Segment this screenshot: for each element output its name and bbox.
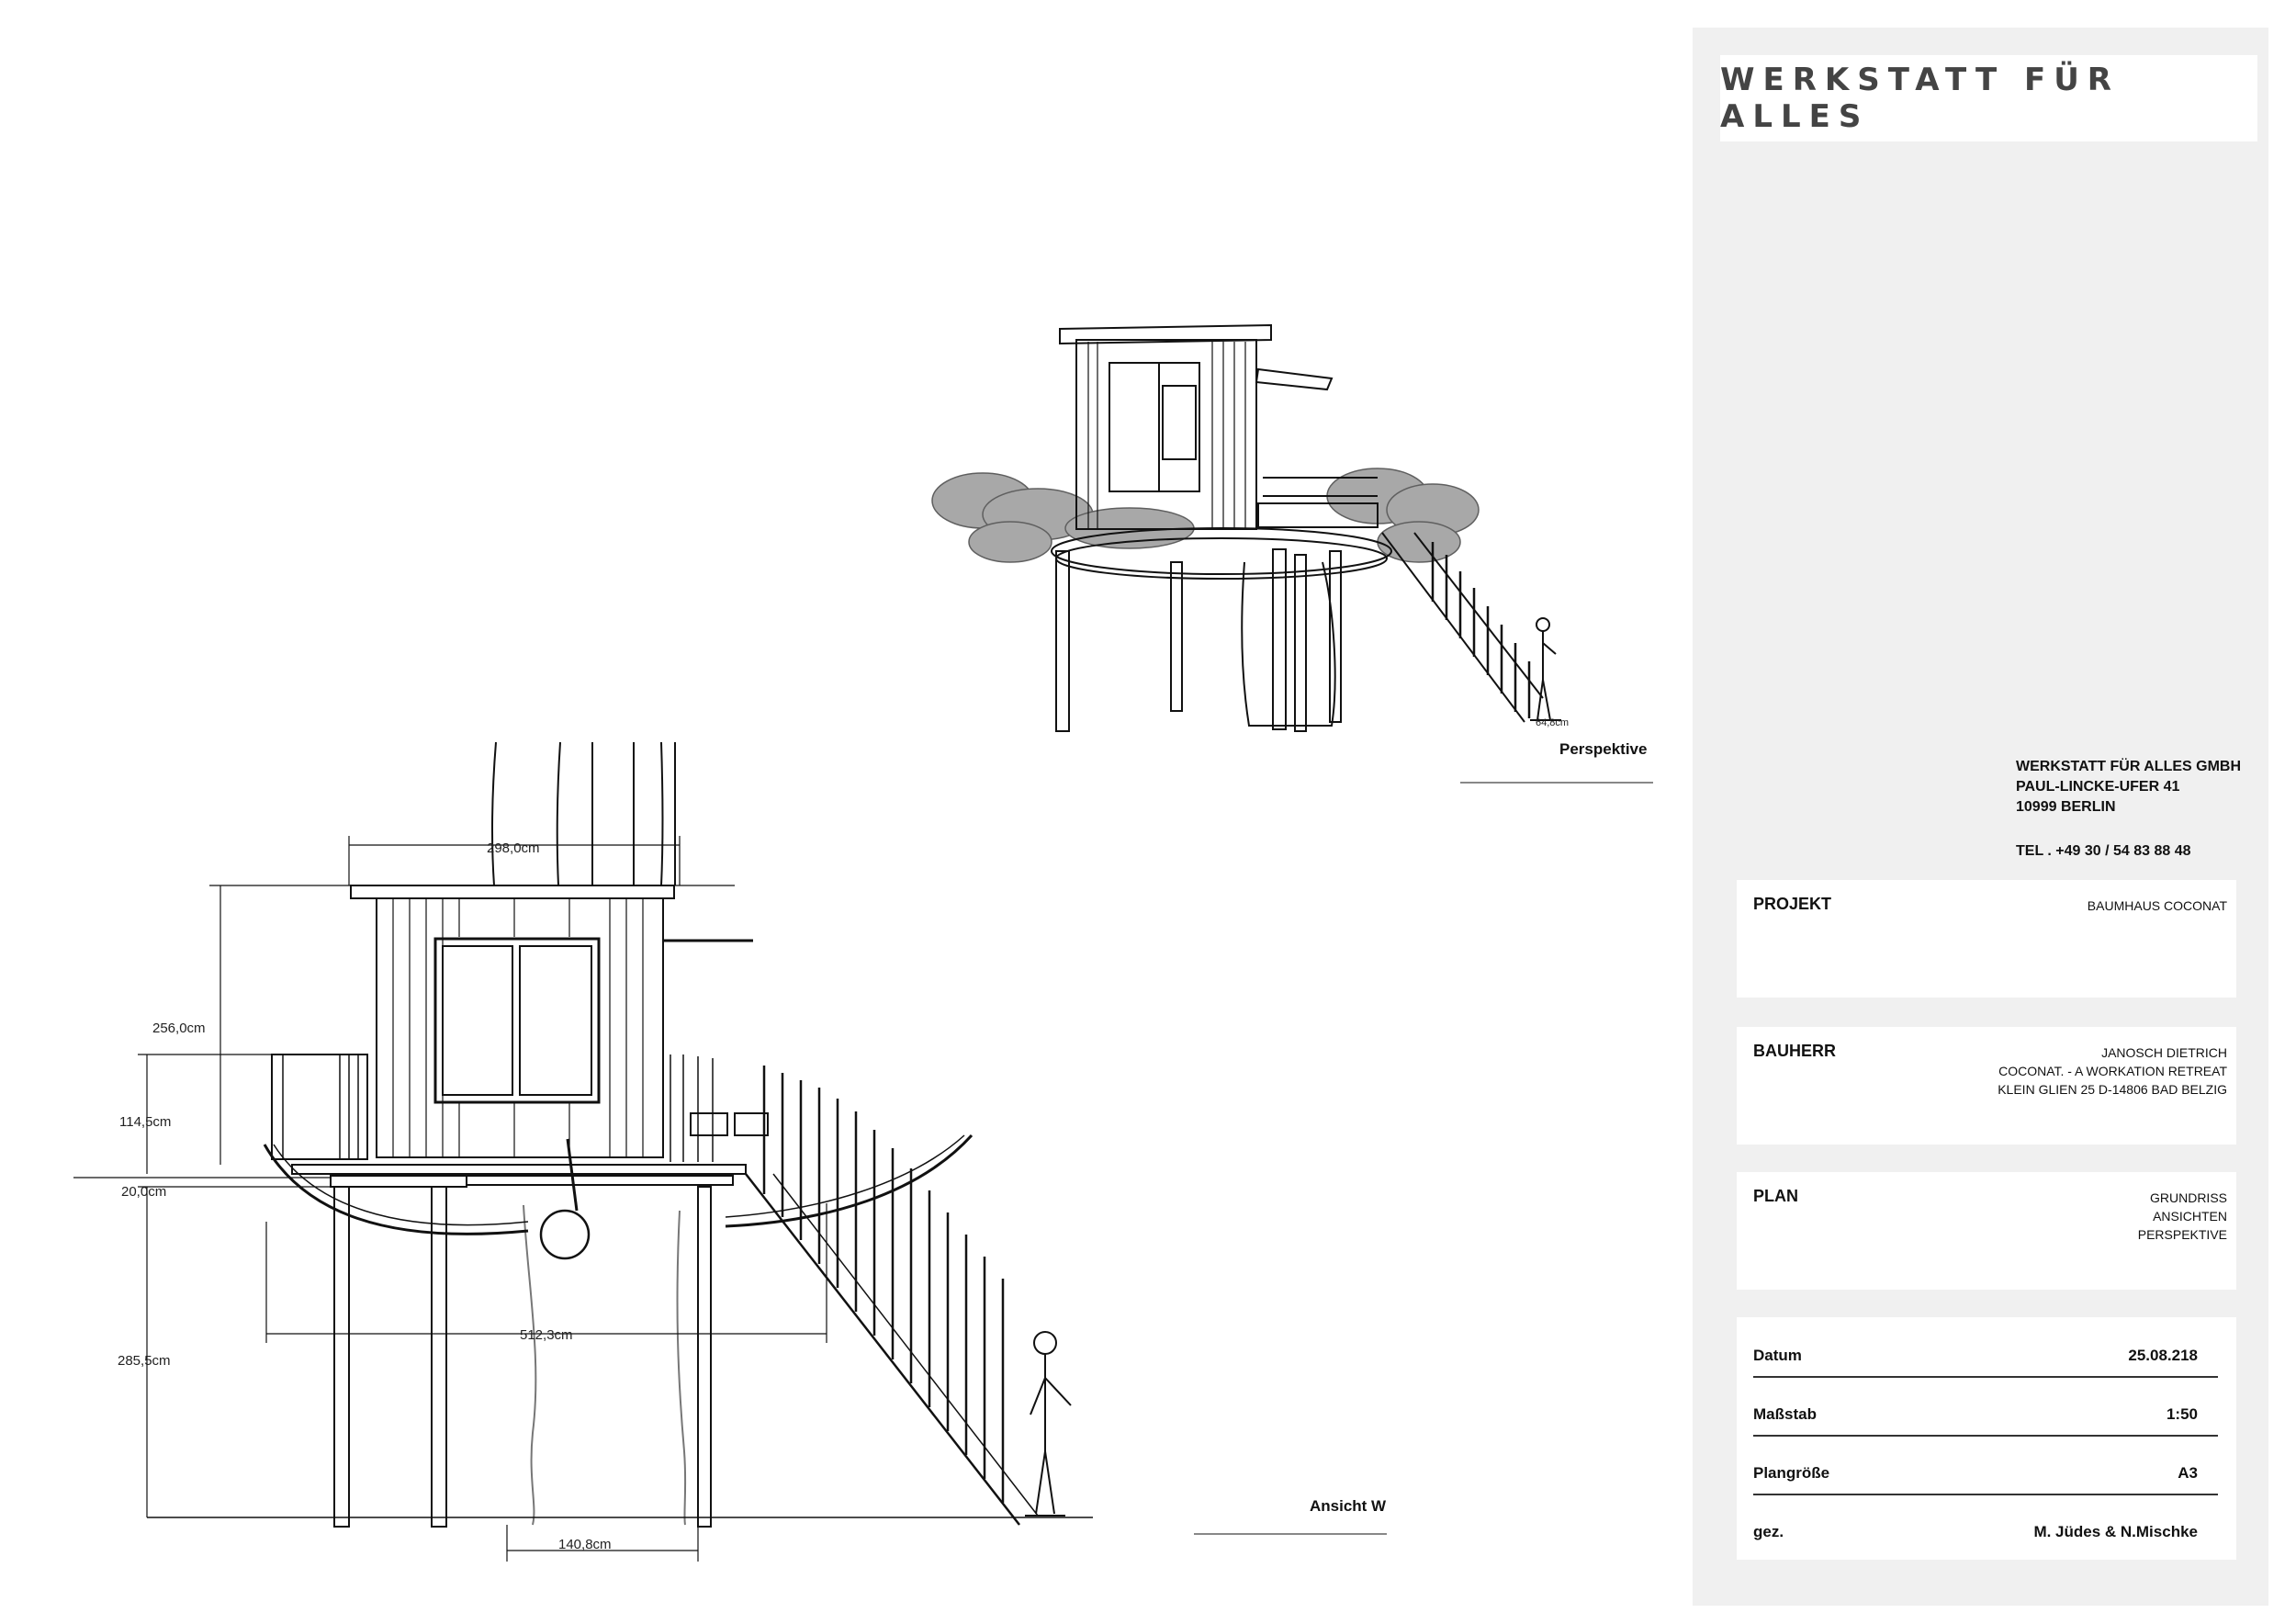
meta-value: 1:50 <box>2166 1405 2198 1423</box>
title-block: WERKSTATT FÜR ALLES WERKSTATT FÜR ALLES … <box>1693 28 2268 1606</box>
dim-perspective: 64,8cm <box>1536 717 1569 728</box>
projekt-block: PROJEKT BAUMHAUS COCONAT <box>1737 880 2236 998</box>
meta-value: 25.08.218 <box>2128 1347 2198 1364</box>
bauherr-line: COCONAT. - A WORKATION RETREAT <box>1998 1064 2227 1078</box>
elevation-view <box>73 741 1387 1562</box>
meta-value: A3 <box>2178 1464 2198 1482</box>
bauherr-line: KLEIN GLIEN 25 D-14806 BAD BELZIG <box>1998 1082 2227 1097</box>
plan-line: GRUNDRISS <box>2149 1190 2227 1205</box>
meta-row-gez: gez. M. Jüdes & N.Mischke <box>1753 1494 2218 1552</box>
address-line: WERKSTATT FÜR ALLES GMBH <box>2016 759 2242 774</box>
bauherr-value: JANOSCH DIETRICH COCONAT. - A WORKATION … <box>1998 1043 2227 1099</box>
meta-row-plangroesse: Plangröße A3 <box>1753 1435 2218 1495</box>
projekt-value: BAUMHAUS COCONAT <box>2087 898 2227 913</box>
dim-platform-width: 512,3cm <box>520 1327 573 1343</box>
dim-platform-height: 285,5cm <box>118 1353 171 1369</box>
elevation-caption: Ansicht W <box>1310 1497 1387 1515</box>
perspective-caption: Perspektive <box>1559 740 1648 758</box>
meta-label: Plangröße <box>1753 1464 1830 1482</box>
company-address: WERKSTATT FÜR ALLES GMBH PAUL-LINCKE-UFE… <box>2016 757 2241 862</box>
plan-value: GRUNDRISS ANSICHTEN PERSPEKTIVE <box>2138 1189 2227 1244</box>
plan-block: PLAN GRUNDRISS ANSICHTEN PERSPEKTIVE <box>1737 1172 2236 1290</box>
address-line: PAUL-LINCKE-UFER 41 <box>2016 779 2180 795</box>
meta-label: Datum <box>1753 1347 1802 1364</box>
meta-row-massstab: Maßstab 1:50 <box>1753 1376 2218 1437</box>
bauherr-label: BAUHERR <box>1753 1042 1836 1060</box>
brand-logo: WERKSTATT FÜR ALLES <box>1720 62 2120 135</box>
dim-trunk-width: 140,8cm <box>558 1537 612 1552</box>
perspective-view <box>931 323 1653 784</box>
brand-box: WERKSTATT FÜR ALLES <box>1720 55 2257 141</box>
dim-railing-height: 114,5cm <box>119 1114 171 1130</box>
meta-value: M. Jüdes & N.Mischke <box>2033 1523 2198 1540</box>
meta-row-datum: Datum 25.08.218 <box>1753 1317 2218 1378</box>
dim-cabin-height: 256,0cm <box>152 1021 206 1036</box>
telephone: TEL . +49 30 / 54 83 88 48 <box>2016 843 2191 859</box>
projekt-label: PROJEKT <box>1753 895 1832 913</box>
meta-label: gez. <box>1753 1523 1784 1540</box>
dim-roof-width: 298,0cm <box>487 840 540 856</box>
bauherr-line: JANOSCH DIETRICH <box>2101 1045 2227 1060</box>
meta-label: Maßstab <box>1753 1405 1817 1423</box>
dim-platform-thickness: 20,0cm <box>121 1184 166 1200</box>
bauherr-block: BAUHERR JANOSCH DIETRICH COCONAT. - A WO… <box>1737 1027 2236 1145</box>
meta-block: Datum 25.08.218 Maßstab 1:50 Plangröße A… <box>1737 1317 2236 1560</box>
plan-line: PERSPEKTIVE <box>2137 1227 2227 1242</box>
address-line: 10999 BERLIN <box>2016 799 2116 815</box>
plan-label: PLAN <box>1753 1187 1798 1205</box>
plan-line: ANSICHTEN <box>2153 1209 2227 1224</box>
technical-drawing: 298,0cm 256,0cm 114,5cm 20,0cm 285,5cm 5… <box>73 323 1653 1562</box>
